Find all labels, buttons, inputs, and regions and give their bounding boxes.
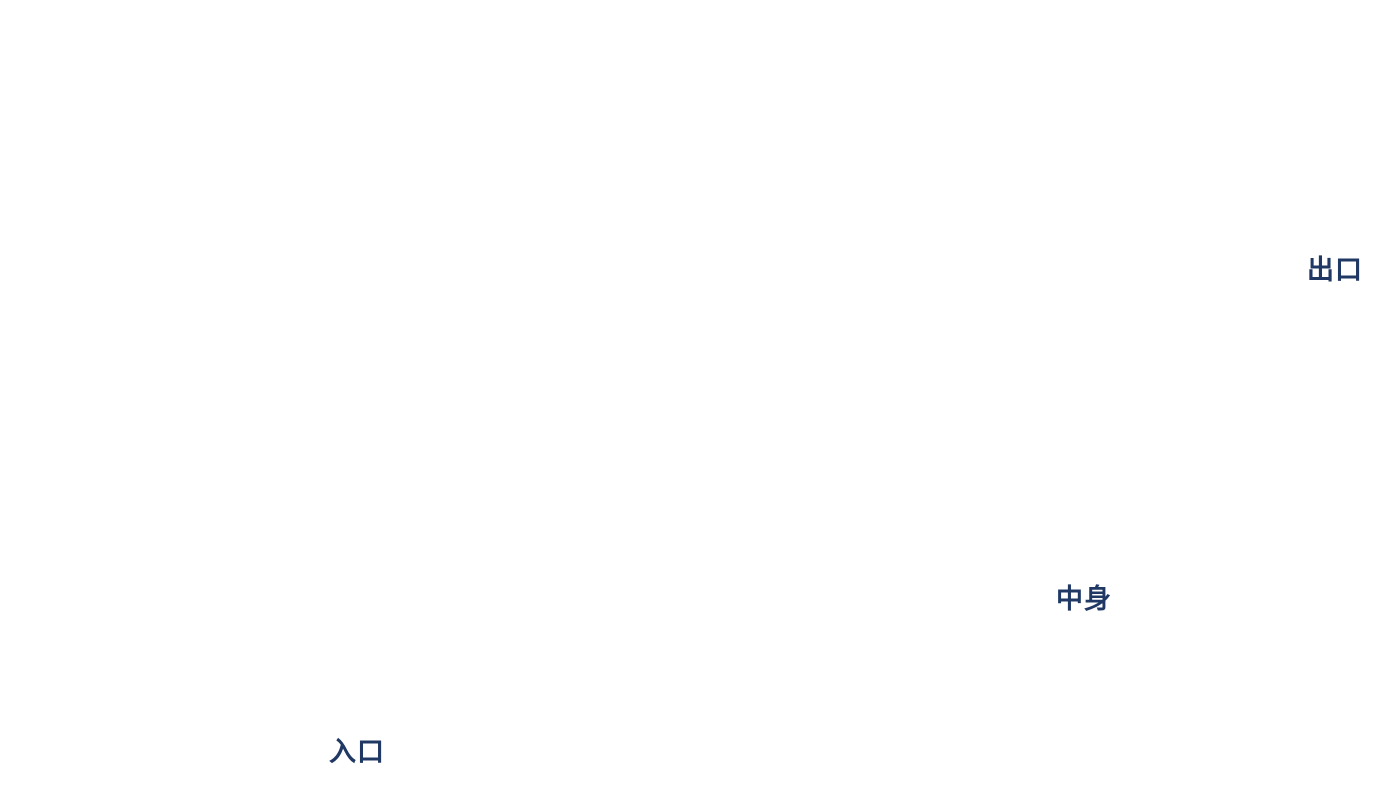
exit-label: 出口 (1307, 255, 1363, 286)
middle-label: 中身 (1056, 584, 1112, 615)
entrance-label: 入口 (329, 737, 385, 768)
